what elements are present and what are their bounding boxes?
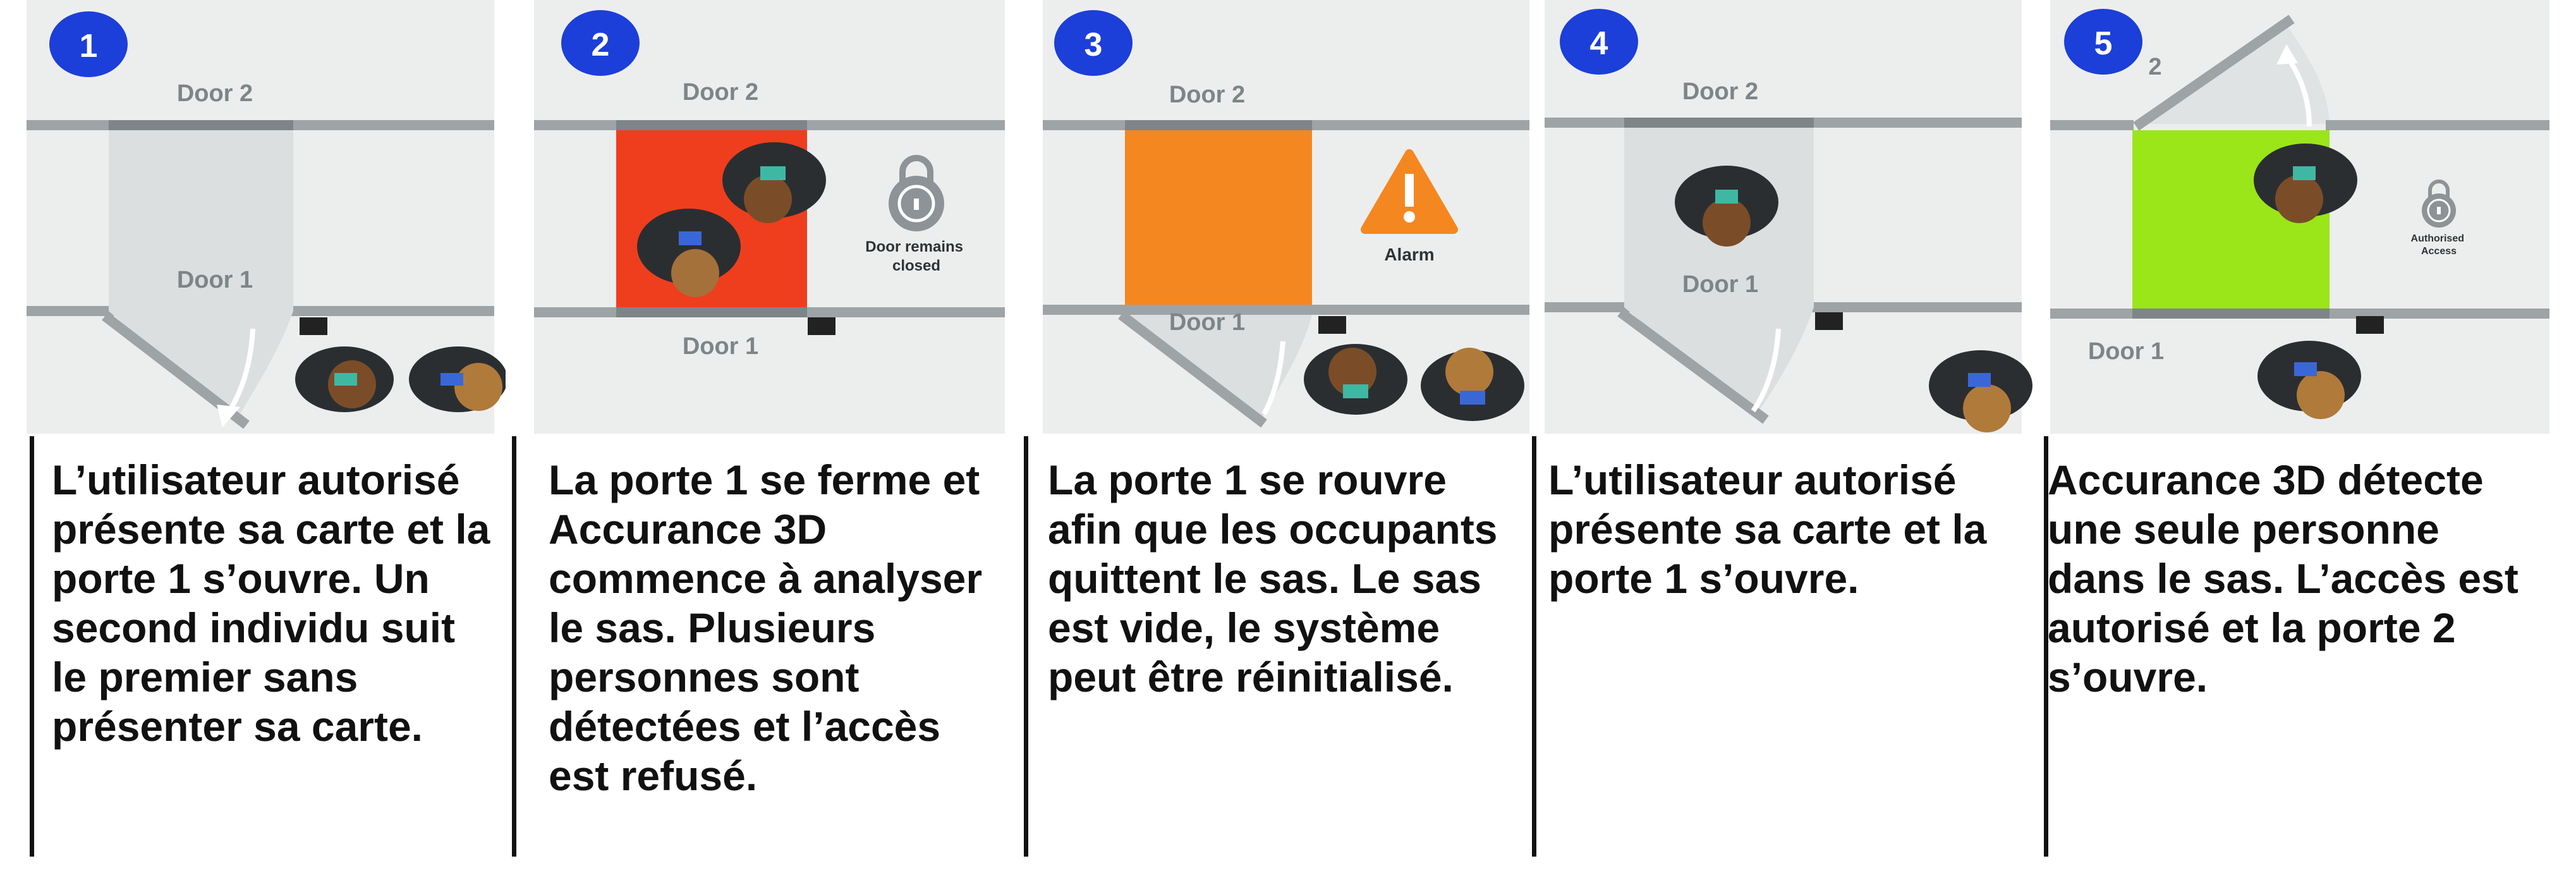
- door-2-wall: [2326, 120, 2549, 130]
- person-icon: [1675, 166, 1778, 247]
- door-2-label: Door 2: [1169, 82, 1245, 108]
- step-badge: [561, 10, 640, 76]
- step-caption: La porte 1 se ferme et Accurance 3D comm…: [549, 456, 983, 799]
- alarm-zone: [1125, 130, 1312, 305]
- padlock-icon: [2422, 180, 2456, 228]
- step-number: 2: [592, 27, 610, 63]
- step-number: 3: [1084, 27, 1103, 63]
- padlock-icon: [889, 155, 944, 231]
- card-reader-icon: [1815, 312, 1843, 330]
- door-2-label: Door 2: [1682, 78, 1758, 105]
- warning-triangle-icon: [1361, 149, 1458, 234]
- divider-line: [1532, 436, 1536, 857]
- door-swing-area: [1125, 315, 1312, 422]
- person-icon: [295, 346, 394, 412]
- person-icon: [2257, 341, 2361, 419]
- divider-line: [2044, 436, 2048, 857]
- scene-2: Door remains closed Door 2 Door 1 2: [534, 0, 1005, 434]
- door-2: [616, 120, 807, 130]
- step-caption: Accurance 3D détecte une seule personne …: [2048, 456, 2518, 700]
- door-1-label: Door 1: [177, 267, 253, 293]
- door-1-label: Door 1: [1682, 271, 1758, 298]
- step-caption: L’utilisateur autorisé présente sa carte…: [52, 456, 490, 750]
- status-label: Alarm: [1384, 245, 1434, 264]
- status-label-line-2: closed: [892, 257, 940, 274]
- arrow-head-icon: [2276, 44, 2298, 64]
- person-icon: [1929, 350, 2032, 432]
- person-icon: [2254, 144, 2357, 223]
- step-caption: La porte 1 se rouvre afin que les occupa…: [1048, 456, 1498, 700]
- door-2-label: Door 2: [683, 79, 758, 106]
- scene-1: Door 2 Door 1 1: [27, 0, 506, 434]
- status-label-line-1: Authorised: [2411, 233, 2464, 244]
- scene-3: Alarm Door 2 Door 1 3: [1043, 0, 1529, 434]
- swing-arrow-icon: [1751, 328, 1781, 413]
- step-panel-3: Alarm Door 2 Door 1 3 La porte 1 se rouv…: [1024, 0, 1536, 880]
- door-2-label: Door 2: [177, 80, 253, 107]
- door-1-closed: [616, 307, 807, 317]
- person-icon: [1304, 344, 1407, 415]
- door-1-wall: [1043, 305, 1529, 315]
- person-icon: [637, 209, 741, 297]
- person-icon: [722, 142, 826, 223]
- divider-line: [30, 436, 34, 857]
- door-2-open: [2133, 15, 2295, 131]
- door-1-label: Door 1: [683, 333, 758, 360]
- card-reader-icon: [808, 317, 835, 335]
- card-reader-icon: [300, 317, 327, 335]
- step-badge: [49, 11, 128, 77]
- step-badge: [1054, 10, 1133, 76]
- step-panel-1: Door 2 Door 1 1 L’utilisateur autorisé p…: [0, 0, 512, 880]
- divider-line: [1024, 436, 1028, 857]
- card-reader-icon: [1318, 316, 1346, 334]
- step-number: 5: [2094, 25, 2113, 62]
- step-number: 4: [1590, 25, 1608, 62]
- status-label-line-1: Door remains: [865, 238, 963, 255]
- step-badge: [2064, 9, 2142, 75]
- door-2: [1125, 120, 1312, 130]
- door-2: [109, 120, 293, 130]
- step-panel-5: Authorised Access 2 Door 1 5 Accurance 3…: [2044, 0, 2576, 880]
- arrow-head-icon: [217, 405, 240, 427]
- status-label-line-2: Access: [2421, 246, 2457, 257]
- swing-arrow-icon: [1261, 341, 1285, 415]
- door-1-label: Door 1: [2088, 338, 2164, 365]
- step-number: 1: [80, 28, 98, 64]
- scene-5: Authorised Access 2 Door 1 5: [2050, 0, 2549, 434]
- swing-arrow-icon: [2285, 55, 2312, 127]
- divider-line: [512, 436, 516, 857]
- door-1-closed: [2132, 309, 2330, 319]
- door-2-label: 2: [2148, 54, 2161, 80]
- status-label: Authorised Access: [2411, 233, 2467, 257]
- swing-arrow-icon: [225, 328, 255, 416]
- door-2-wall: [2050, 120, 2134, 130]
- door-1-label: Door 1: [1169, 309, 1245, 336]
- door-1-open: [1118, 310, 1267, 428]
- step-badge: [1560, 9, 1638, 75]
- scene-4: Door 2 Door 1 4: [1545, 0, 2032, 434]
- person-icon: [1421, 348, 1524, 421]
- person-icon: [409, 346, 506, 412]
- door-2: [1624, 118, 1814, 128]
- step-panel-4: Door 2 Door 1 4 L’utilisateur autorisé p…: [1532, 0, 2044, 880]
- card-reader-icon: [2356, 316, 2384, 334]
- step-panel-2: Door remains closed Door 2 Door 1 2 La p…: [512, 0, 1024, 880]
- status-label: Door remains closed: [865, 238, 967, 274]
- step-caption: L’utilisateur autorisé présente sa carte…: [1548, 456, 1987, 602]
- door-1-open: [1617, 308, 1769, 424]
